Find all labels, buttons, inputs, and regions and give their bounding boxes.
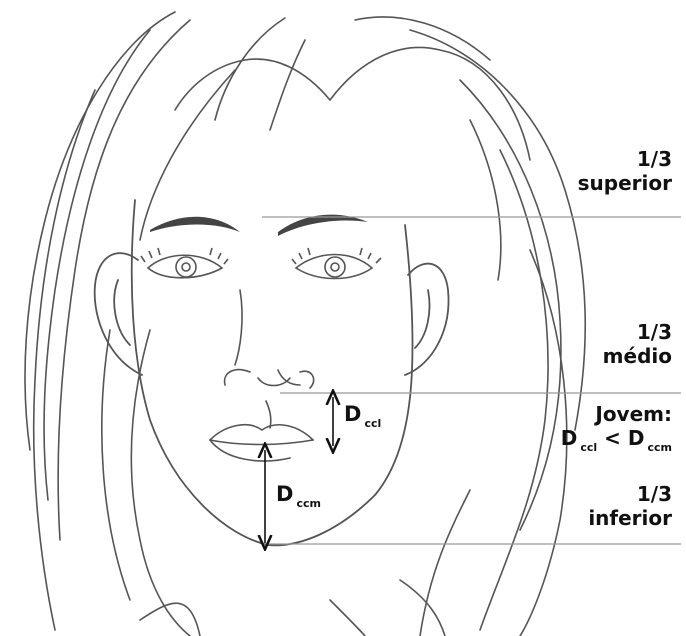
nose — [225, 290, 314, 388]
lower-face-distance-main: D — [276, 482, 293, 506]
middle-third-label: 1/3 médio — [603, 320, 672, 368]
hair-lines — [25, 12, 585, 636]
upper-lip-distance-sub: ccl — [364, 417, 381, 430]
upper-third-label: 1/3 superior — [578, 147, 672, 195]
young-rhs-sub: ccm — [647, 441, 672, 454]
upper-third-fraction: 1/3 — [578, 147, 672, 171]
young-lhs-sub: ccl — [580, 441, 597, 454]
face-contour — [95, 200, 449, 545]
eyes — [141, 248, 381, 279]
young-rhs-main: D — [628, 426, 645, 450]
lower-face-distance-sub: ccm — [296, 497, 321, 510]
upper-lip-distance-main: D — [344, 402, 361, 426]
young-lhs-main: D — [561, 426, 578, 450]
lips — [210, 401, 313, 461]
lower-third-name: inferior — [588, 506, 672, 530]
upper-third-name: superior — [578, 171, 672, 195]
middle-third-name: médio — [603, 344, 672, 368]
young-comparator: < — [604, 426, 621, 450]
middle-third-fraction: 1/3 — [603, 320, 672, 344]
lower-third-fraction: 1/3 — [588, 482, 672, 506]
lower-third-label: 1/3 inferior — [588, 482, 672, 530]
eyebrows — [150, 215, 368, 236]
young-title: Jovem: — [561, 402, 672, 426]
